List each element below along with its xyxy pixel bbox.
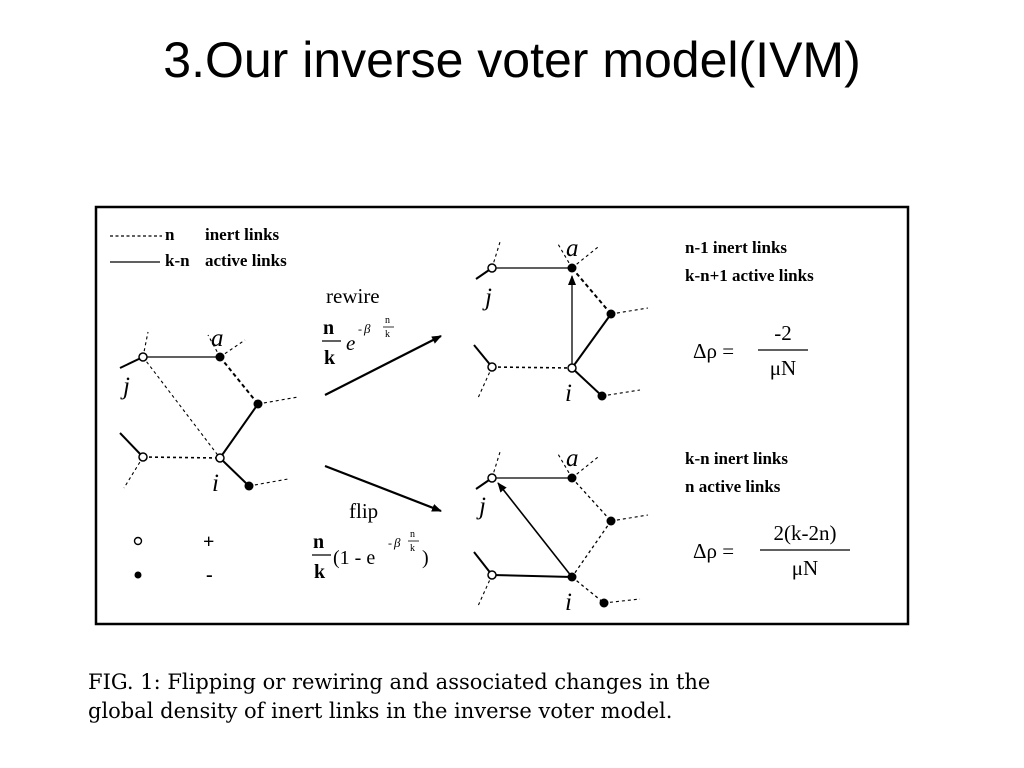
rewire-transition: rewire n k e - β n k [322, 284, 442, 396]
rewire-result-graph: a j i [473, 235, 649, 407]
rewire-delta-lhs: Δρ = [693, 339, 734, 363]
figure-frame [94, 205, 910, 626]
legend-kn-symbol: k-n [165, 251, 190, 270]
flip-arrow [324, 464, 442, 513]
flip-paren-close: ) [422, 547, 429, 569]
flip-result-graph: a j i [473, 445, 649, 616]
rewire-result-line1: n-1 inert links [685, 238, 787, 257]
legend-open-node [133, 536, 143, 546]
caption-line-2: global density of inert links in the inv… [88, 699, 673, 723]
rewire-frac-num: n [323, 317, 334, 339]
rewire-arrow [324, 335, 442, 396]
legend-minus-symbol: - [206, 564, 213, 586]
rewire-label: rewire [326, 284, 380, 308]
node-label-i-rewire: i [565, 380, 572, 407]
legend-inert-label: inert links [205, 225, 280, 244]
flip-frac-den: k [314, 561, 326, 583]
rewire-result-line2: k-n+1 active links [685, 266, 814, 285]
node-label-a-rewire: a [566, 235, 579, 262]
rewire-exp-base: e [346, 331, 355, 355]
flip-transition: flip n k (1 - e - β n k ) [312, 464, 442, 583]
node-label-a-initial: a [211, 325, 224, 352]
flip-results: k-n inert links n active links Δρ = 2(k-… [685, 449, 850, 580]
rewire-frac-den: k [324, 347, 336, 369]
initial-graph: a j i [119, 325, 299, 497]
legend-filled-node [134, 571, 142, 579]
flip-delta-num: 2(k-2n) [774, 521, 837, 545]
legend-n-symbol: n [165, 225, 175, 244]
rewire-results: n-1 inert links k-n+1 active links Δρ = … [685, 238, 814, 380]
rewire-exp-sign: - [358, 322, 362, 336]
flip-exp-beta: β [393, 535, 401, 550]
node-label-j-flip: j [476, 493, 486, 520]
flip-exp-den: k [410, 543, 415, 554]
flip-paren-open: (1 - e [333, 547, 375, 569]
flip-exp-num: n [410, 529, 415, 540]
flip-result-line2: n active links [685, 477, 781, 496]
rewire-exp-beta: β [363, 321, 371, 336]
rewire-exp-num: n [385, 315, 390, 326]
node-label-j-rewire: j [482, 284, 492, 311]
legend-active-label: active links [205, 251, 287, 270]
legend: n inert links k-n active links + - [110, 225, 287, 586]
flip-exp-sign: - [388, 536, 392, 550]
rewire-delta-den: μN [770, 356, 796, 380]
node-label-i-flip: i [565, 589, 572, 616]
rewire-delta-num: -2 [774, 321, 792, 345]
node-label-a-flip: a [566, 445, 579, 472]
flip-frac-num: n [313, 531, 324, 553]
flip-label: flip [349, 499, 378, 523]
legend-plus-symbol: + [203, 531, 214, 553]
rewire-exp-den: k [385, 329, 390, 340]
node-label-j-initial: j [120, 373, 130, 400]
figure-caption: FIG. 1: Flipping or rewiring and associa… [88, 668, 938, 726]
flip-delta-den: μN [792, 556, 818, 580]
flip-result-line1: k-n inert links [685, 449, 788, 468]
slide-title: 3.Our inverse voter model(IVM) [163, 32, 861, 88]
caption-line-1: FIG. 1: Flipping or rewiring and associa… [88, 670, 711, 694]
flip-delta-lhs: Δρ = [693, 539, 734, 563]
node-label-i-initial: i [212, 470, 219, 497]
